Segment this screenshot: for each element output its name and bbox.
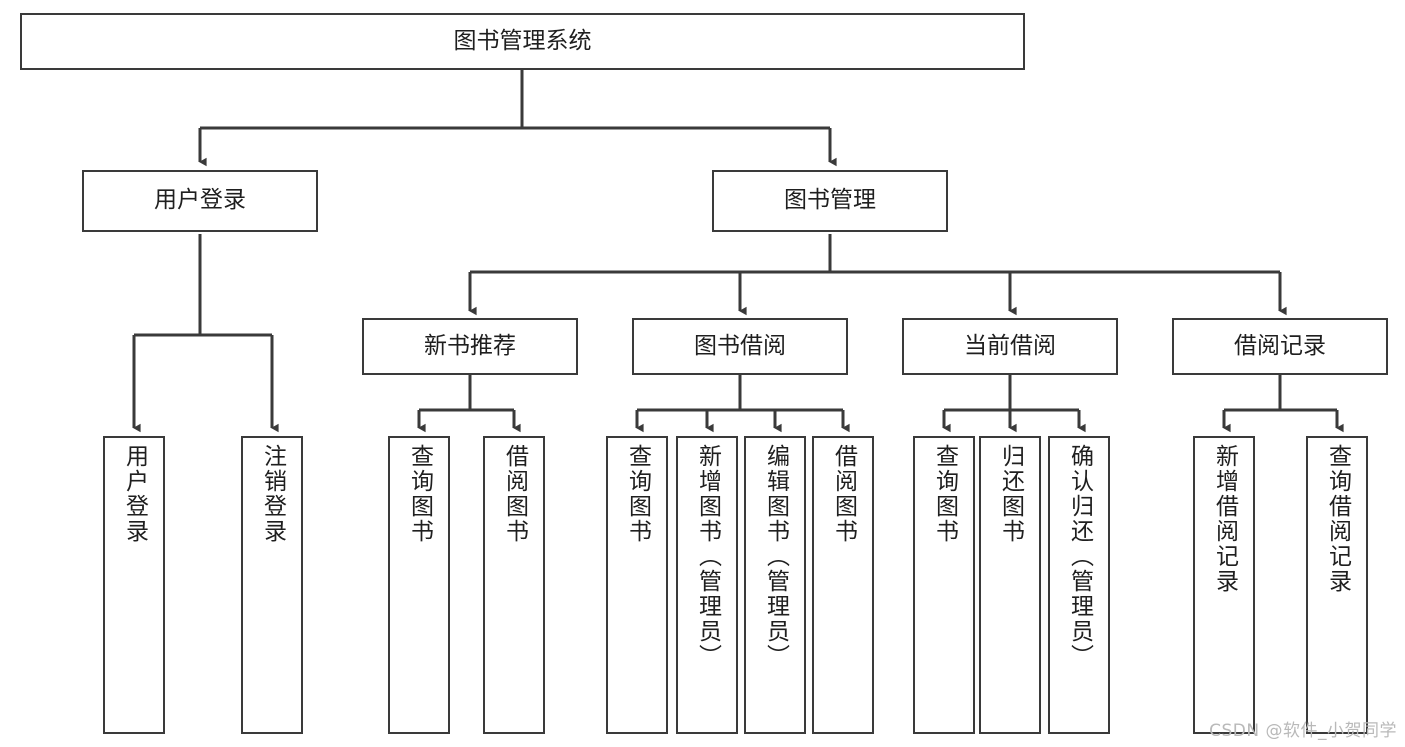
node-current-borrow[interactable]: 当前借阅 xyxy=(902,318,1118,375)
node-label: 当前借阅 xyxy=(964,332,1056,359)
leaf-add-borrow-record[interactable]: 新增借阅记录 xyxy=(1193,436,1255,734)
leaf-borrow-book[interactable]: 借阅图书 xyxy=(812,436,874,734)
node-label: 借阅图书 xyxy=(830,444,857,544)
node-label: 查询图书 xyxy=(406,444,433,544)
node-label: 借阅记录 xyxy=(1234,332,1326,359)
leaf-return-book[interactable]: 归还图书 xyxy=(979,436,1041,734)
node-label: 新增借阅记录 xyxy=(1211,444,1238,594)
node-label: 归还图书 xyxy=(997,444,1024,544)
node-label: 用户登录 xyxy=(121,444,148,544)
leaf-query-book-recommend[interactable]: 查询图书 xyxy=(388,436,450,734)
node-label: 确认归还（管理员） xyxy=(1066,444,1093,669)
node-book-management[interactable]: 图书管理 xyxy=(712,170,948,232)
node-label: 借阅图书 xyxy=(501,444,528,544)
leaf-user-login[interactable]: 用户登录 xyxy=(103,436,165,734)
leaf-query-book-current[interactable]: 查询图书 xyxy=(913,436,975,734)
node-label: 查询图书 xyxy=(931,444,958,544)
leaf-edit-book-admin[interactable]: 编辑图书（管理员） xyxy=(744,436,806,734)
leaf-query-book-borrow[interactable]: 查询图书 xyxy=(606,436,668,734)
node-label: 图书管理 xyxy=(784,187,876,214)
node-root-book-management-system[interactable]: 图书管理系统 xyxy=(20,13,1025,70)
node-label: 编辑图书（管理员） xyxy=(762,444,789,669)
node-label: 新书推荐 xyxy=(424,332,516,359)
leaf-query-borrow-record[interactable]: 查询借阅记录 xyxy=(1306,436,1368,734)
node-book-borrow[interactable]: 图书借阅 xyxy=(632,318,848,375)
leaf-logout[interactable]: 注销登录 xyxy=(241,436,303,734)
node-new-book-recommend[interactable]: 新书推荐 xyxy=(362,318,578,375)
node-label: 用户登录 xyxy=(154,187,246,214)
node-borrow-record[interactable]: 借阅记录 xyxy=(1172,318,1388,375)
node-label: 注销登录 xyxy=(259,444,286,544)
node-label: 新增图书（管理员） xyxy=(694,444,721,669)
leaf-borrow-book-recommend[interactable]: 借阅图书 xyxy=(483,436,545,734)
node-label: 查询图书 xyxy=(624,444,651,544)
leaf-confirm-return-admin[interactable]: 确认归还（管理员） xyxy=(1048,436,1110,734)
leaf-add-book-admin[interactable]: 新增图书（管理员） xyxy=(676,436,738,734)
node-label: 图书管理系统 xyxy=(453,27,592,54)
node-user-login[interactable]: 用户登录 xyxy=(82,170,318,232)
node-label: 查询借阅记录 xyxy=(1324,444,1351,594)
node-label: 图书借阅 xyxy=(694,332,786,359)
